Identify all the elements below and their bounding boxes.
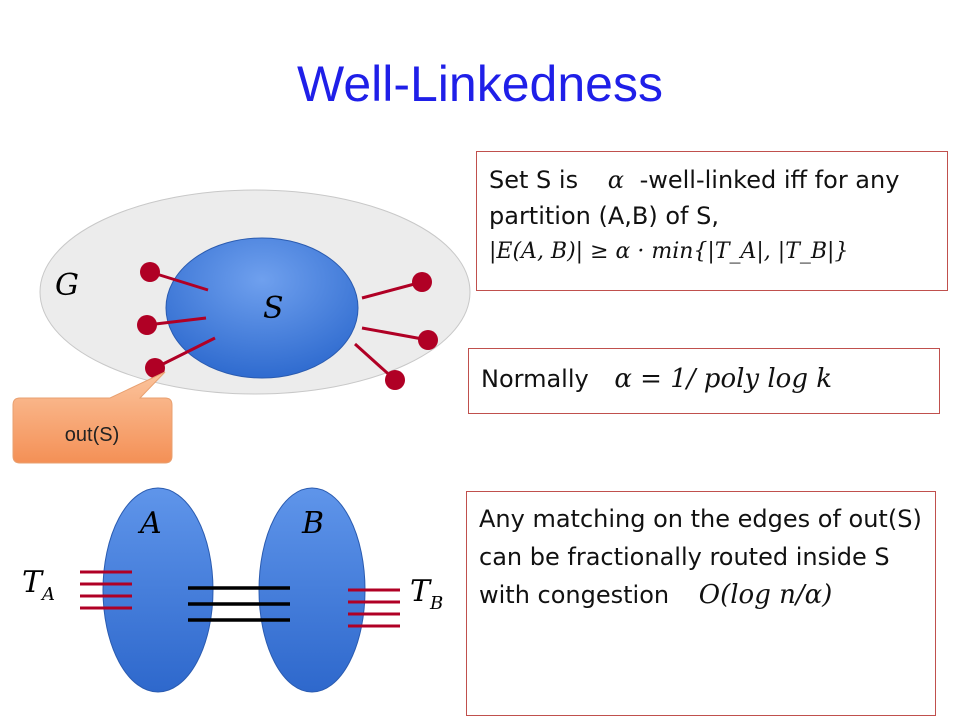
graph-g-label: G xyxy=(55,268,79,303)
terminals-b-label: TB xyxy=(410,574,443,614)
set-s-ellipse xyxy=(165,237,359,379)
alpha-symbol: α xyxy=(607,166,624,194)
part-a-label: A xyxy=(137,506,162,541)
terminals-a-label: TA xyxy=(22,565,55,605)
normally-label: Normally xyxy=(481,365,589,393)
out-s-callout-label: out(S) xyxy=(65,424,119,446)
definition-formula: |E(A, B)| ≥ α · min{|T_A|, |T_B|} xyxy=(489,239,849,264)
routing-box: Any matching on the edges of out(S) can … xyxy=(466,491,936,716)
out-edge-endpoints xyxy=(137,262,438,390)
normally-box: Normally α = 1/ poly log k xyxy=(468,348,940,414)
routing-formula: O(log n/α) xyxy=(698,580,833,610)
routing-text: Any matching on the edges of out(S) can … xyxy=(479,505,922,609)
normally-formula: α = 1/ poly log k xyxy=(614,364,832,394)
set-s-label: S xyxy=(263,291,284,326)
terminals-a xyxy=(80,570,132,610)
slide-title: Well-Linkedness xyxy=(297,56,663,112)
definition-text-1: Set S is xyxy=(489,166,579,194)
out-s-callout xyxy=(12,371,173,464)
terminals-b xyxy=(348,588,400,628)
cross-edges xyxy=(188,586,290,622)
definition-box: Set S is α -well-linked iff for any part… xyxy=(476,151,948,291)
part-a-ellipse xyxy=(102,487,214,693)
part-b-label: B xyxy=(301,506,324,541)
definition-text-2: -well-linked iff for any partition (A,B)… xyxy=(489,166,900,230)
